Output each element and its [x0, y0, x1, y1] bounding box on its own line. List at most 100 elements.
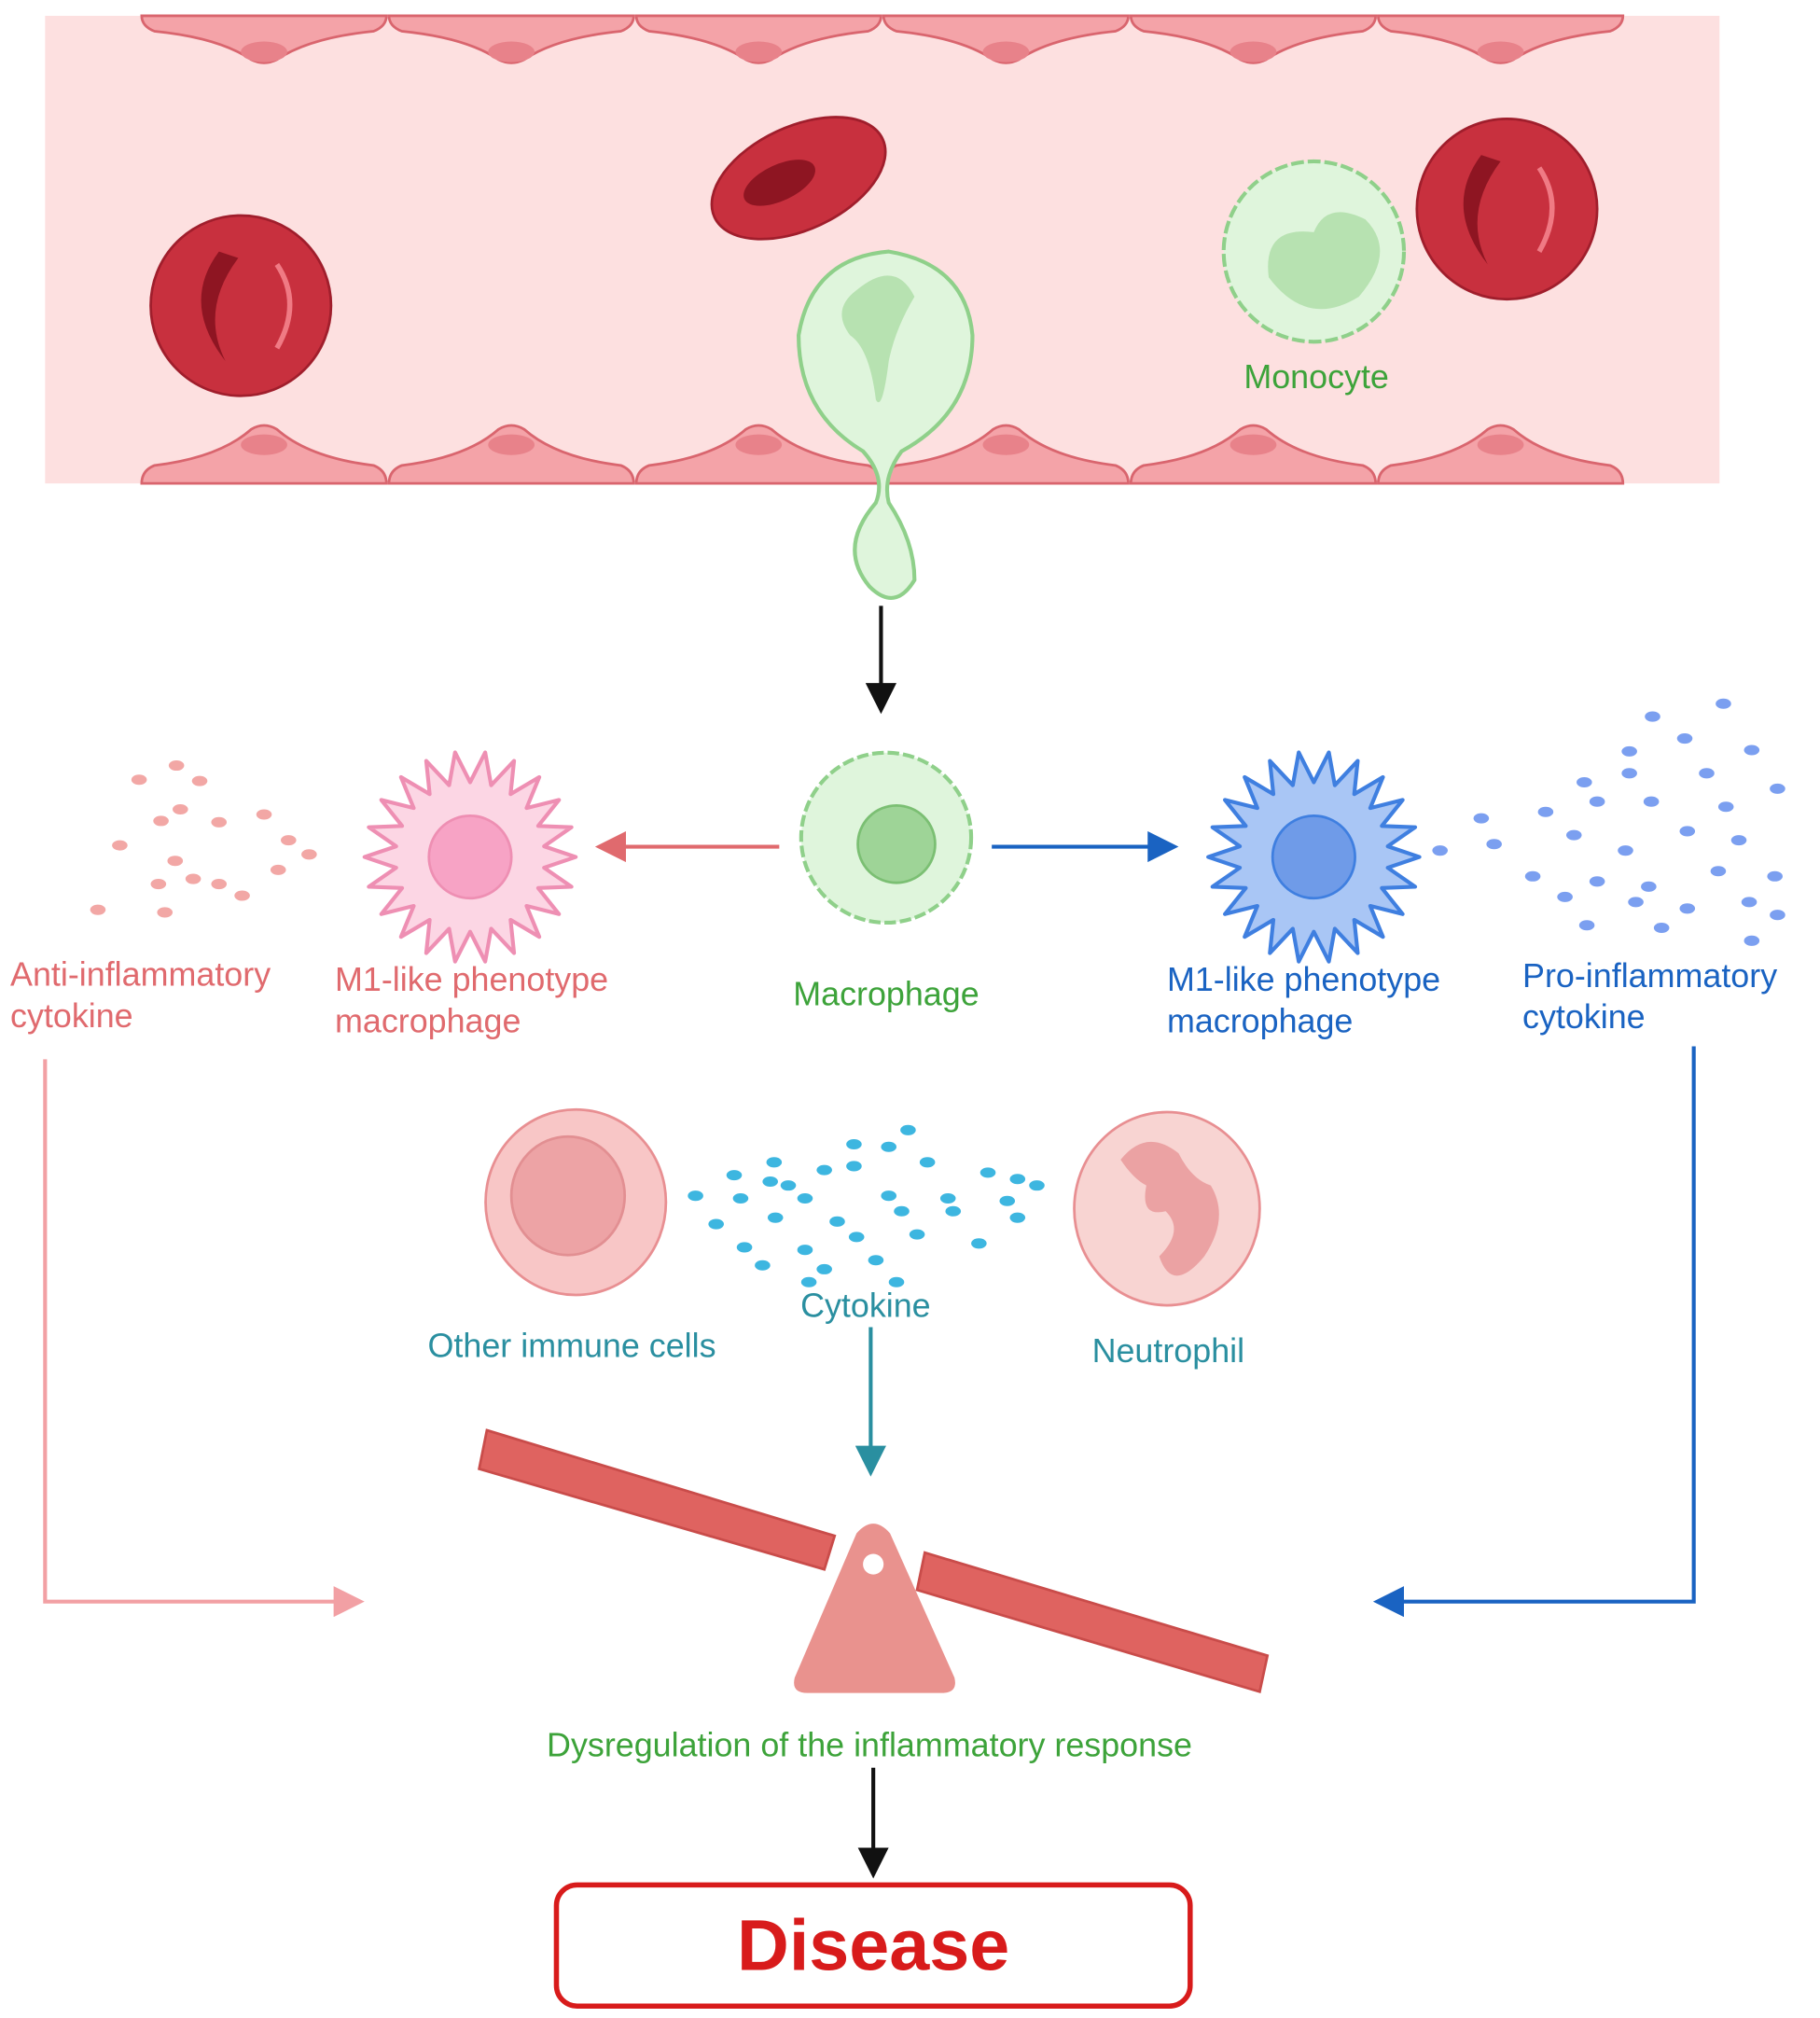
pro-inflammatory-arrow: [1372, 1046, 1696, 1618]
red-blood-cell-icon: [149, 214, 333, 397]
cytokine-dot: [797, 1192, 813, 1204]
cytokine-dot: [234, 890, 250, 901]
endothelial-nucleus: [735, 434, 783, 455]
cytokine-dot: [919, 1157, 936, 1168]
cytokine-dot: [301, 849, 317, 860]
cytokine-dot: [256, 809, 272, 820]
endothelial-nucleus: [488, 434, 535, 455]
endothelial-nucleus: [241, 434, 287, 455]
cytokine-dot: [1524, 870, 1541, 882]
endothelial-nucleus: [735, 41, 783, 63]
anti-inflammatory-cytokine-dots: [90, 760, 317, 918]
cytokine-dot: [1557, 891, 1573, 902]
cytokine-dot: [1537, 806, 1554, 817]
cytokine-dot: [1699, 768, 1715, 779]
cell-nucleus: [427, 814, 513, 900]
endothelial-nucleus: [1230, 434, 1277, 455]
cytokine-dots: [688, 1124, 1045, 1287]
endothelial-cell: [1377, 14, 1625, 64]
cytokine-dot: [1710, 866, 1727, 877]
cytokine-dot: [797, 1245, 813, 1256]
cytokine-dot: [726, 1170, 743, 1181]
other-immune-cells-label: Other immune cells: [428, 1327, 716, 1364]
cytokine-dot: [1618, 845, 1633, 856]
cytokine-dot: [829, 1216, 845, 1227]
cell-nucleus: [1271, 814, 1356, 900]
cytokine-dot: [1741, 897, 1757, 908]
m1-like-macrophage-right-label: M1-like phenotype macrophage: [1167, 961, 1450, 1039]
cytokine-dot: [909, 1229, 925, 1240]
endothelial-nucleus: [1230, 41, 1277, 63]
cytokine-dot: [939, 1192, 956, 1204]
macrophage-icon: [799, 750, 974, 925]
cytokine-dot: [1009, 1212, 1026, 1223]
m1-like-macrophage-pink-icon: [362, 750, 578, 964]
cytokine-dot: [112, 840, 128, 851]
endothelial-nucleus: [1477, 434, 1524, 455]
cytokine-dot: [868, 1255, 884, 1266]
cytokine-dot: [1621, 745, 1637, 757]
cytokine-dot: [185, 873, 201, 884]
cytokine-dot: [1679, 903, 1696, 914]
cytokine-dot: [1486, 839, 1502, 850]
cytokine-dot: [281, 835, 297, 846]
red-blood-cell-icon: [1415, 118, 1599, 301]
cytokine-dot: [755, 1260, 771, 1271]
cytokine-dot: [1653, 922, 1670, 934]
m1-like-macrophage-left-label: M1-like phenotype macrophage: [335, 961, 618, 1039]
cytokine-dot: [173, 803, 188, 815]
cytokine-dot: [153, 815, 169, 827]
cytokine-dot: [1744, 935, 1760, 946]
cytokine-label: Cytokine: [800, 1287, 931, 1324]
cytokine-dot: [1767, 870, 1783, 882]
cytokine-dot: [688, 1190, 703, 1202]
m1-like-macrophage-blue-icon: [1206, 750, 1422, 964]
cytokine-dot: [211, 816, 228, 828]
cytokine-dot: [894, 1205, 910, 1217]
neutrophil-label: Neutrophil: [1092, 1332, 1245, 1370]
cytokine-dot: [1565, 829, 1582, 841]
cytokine-dot: [900, 1124, 916, 1135]
cytokine-dot: [999, 1195, 1016, 1206]
cytokine-dot: [979, 1167, 996, 1178]
cytokine-dot: [1589, 876, 1605, 887]
cytokine-dot: [732, 1192, 749, 1204]
cytokine-dot: [1770, 783, 1785, 794]
cytokine-dot: [767, 1212, 784, 1223]
cytokine-dot: [766, 1157, 783, 1168]
cytokine-dot: [1628, 897, 1644, 908]
disease-box: [553, 1882, 1193, 2009]
endothelial-nucleus: [488, 41, 535, 63]
endothelial-nucleus: [982, 41, 1030, 63]
other-immune-cell-icon: [484, 1107, 668, 1297]
cytokine-dot: [816, 1164, 832, 1176]
cytokine-dot: [762, 1176, 778, 1188]
cytokine-dot: [780, 1180, 797, 1191]
cytokine-dot: [800, 1276, 817, 1287]
monocyte-label: Monocyte: [1243, 358, 1389, 396]
anti-inflammatory-cytokine-label: Anti-inflammatory cytokine: [10, 956, 280, 1035]
cytokine-dot: [168, 760, 185, 772]
endothelial-nucleus: [241, 41, 287, 63]
anti-inflammatory-arrow: [43, 1059, 365, 1618]
pro-inflammatory-cytokine-label: Pro-inflammatory cytokine: [1522, 957, 1786, 1036]
cytokine-dot: [1643, 796, 1660, 807]
cytokine-dot: [1716, 698, 1731, 709]
cytokine-dot: [1730, 835, 1747, 846]
cytokine-dot: [1770, 910, 1785, 921]
cytokine-dot: [846, 1161, 862, 1172]
cytokine-dot: [191, 775, 208, 786]
cytokine-dot: [1029, 1180, 1045, 1191]
cytokine-dot: [1645, 711, 1660, 722]
cytokine-dot: [848, 1232, 865, 1243]
cytokine-dot: [881, 1190, 897, 1202]
monocyte-icon: [1221, 159, 1407, 344]
cytokine-dot: [1589, 796, 1605, 807]
neutrophil-icon: [1073, 1110, 1261, 1307]
cytokine-dot: [1578, 920, 1595, 931]
cytokine-dot: [881, 1141, 897, 1152]
cytokine-dot: [1717, 801, 1734, 813]
cytokine-dot: [816, 1263, 832, 1274]
